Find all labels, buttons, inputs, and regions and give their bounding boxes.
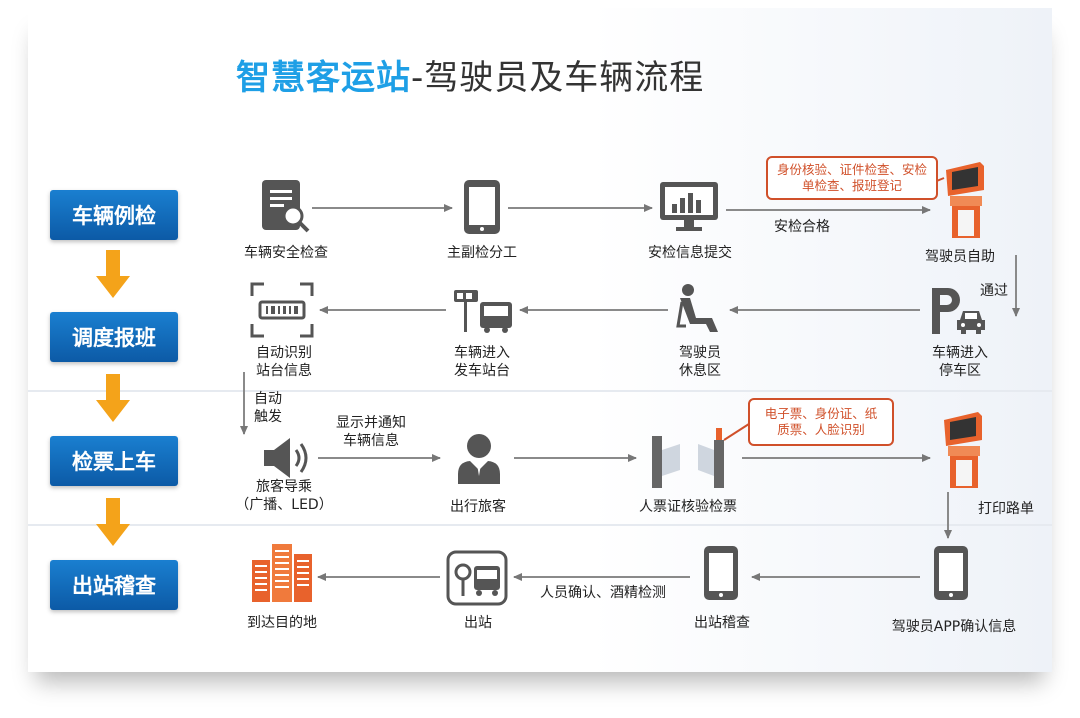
edge-label-auto-trigger: 自动 触发 (254, 391, 282, 425)
page-title: 智慧客运站-驾驶员及车辆流程 (236, 50, 704, 99)
node-label-enter-station: 车辆进入 发车站台 (454, 345, 510, 379)
stage-vehicle-inspection: 车辆例检 (50, 190, 178, 240)
passenger-icon (458, 434, 500, 484)
bus-exit-icon (446, 550, 508, 606)
node-label-guide: 旅客导乘 （广播、LED） (235, 479, 333, 513)
node-label-self-service: 驾驶员自助 (925, 249, 995, 265)
node-label-auto-identify: 自动识别 站台信息 (256, 345, 312, 379)
diagram-card (28, 8, 1052, 672)
stage-dispatch-report: 调度报班 (50, 312, 178, 362)
exit-check-phone-icon (704, 546, 738, 600)
stage-ticket-boarding: 检票上车 (50, 436, 178, 486)
ticket-gate-icon (652, 428, 724, 488)
node-label-safety-check: 车辆安全检查 (244, 245, 328, 261)
title-rest: -驾驶员及车辆流程 (411, 58, 705, 98)
node-label-assign: 主副检分工 (447, 245, 517, 261)
node-label-app-confirm: 驾驶员APP确认信息 (891, 619, 1017, 635)
stage-arrow-1 (96, 250, 130, 298)
seat-icon (676, 284, 718, 332)
self-service-kiosk-icon (946, 162, 984, 238)
callout-self-service: 身份核验、证件检查、安检 单检查、报班登记 (766, 156, 938, 200)
stage-arrow-2 (96, 374, 130, 422)
node-label-ticket-check: 人票证核验检票 (639, 499, 737, 515)
speaker-icon (264, 438, 308, 478)
document-search-icon (262, 180, 310, 233)
node-label-destination: 到达目的地 (247, 615, 317, 631)
parking-icon (932, 288, 985, 334)
node-label-parking: 车辆进入 停车区 (932, 345, 988, 379)
ticket-printer-kiosk-icon (944, 412, 982, 488)
row-divider (28, 390, 1052, 392)
monitor-chart-icon (660, 182, 718, 231)
bus-stop-icon (454, 290, 512, 333)
edge-label-pass-check: 安检合格 (774, 219, 830, 235)
barcode-scan-icon (250, 282, 314, 338)
row-divider (28, 524, 1052, 526)
node-label-lounge: 驾驶员 休息区 (679, 345, 721, 379)
title-accent: 智慧客运站 (236, 58, 411, 98)
edge-label-display-notify: 显示并通知 车辆信息 (336, 415, 406, 449)
stage-arrow-3 (96, 498, 130, 546)
node-label-print: 打印路单 (978, 501, 1034, 517)
smartphone-icon (464, 180, 500, 234)
node-label-depart: 出站 (464, 615, 492, 631)
node-label-submit: 安检信息提交 (648, 245, 732, 261)
edge-label-pass: 通过 (980, 283, 1008, 299)
driver-app-phone-icon (934, 546, 968, 600)
node-label-passenger: 出行旅客 (450, 499, 506, 515)
callout-ticket-methods: 电子票、身份证、纸 质票、人脸识别 (748, 398, 894, 446)
node-label-exit-check: 出站稽查 (694, 615, 750, 631)
stage-exit-inspection: 出站稽查 (50, 560, 178, 610)
city-buildings-icon (252, 544, 312, 602)
edge-label-confirm-alcohol: 人员确认、酒精检测 (540, 585, 666, 601)
